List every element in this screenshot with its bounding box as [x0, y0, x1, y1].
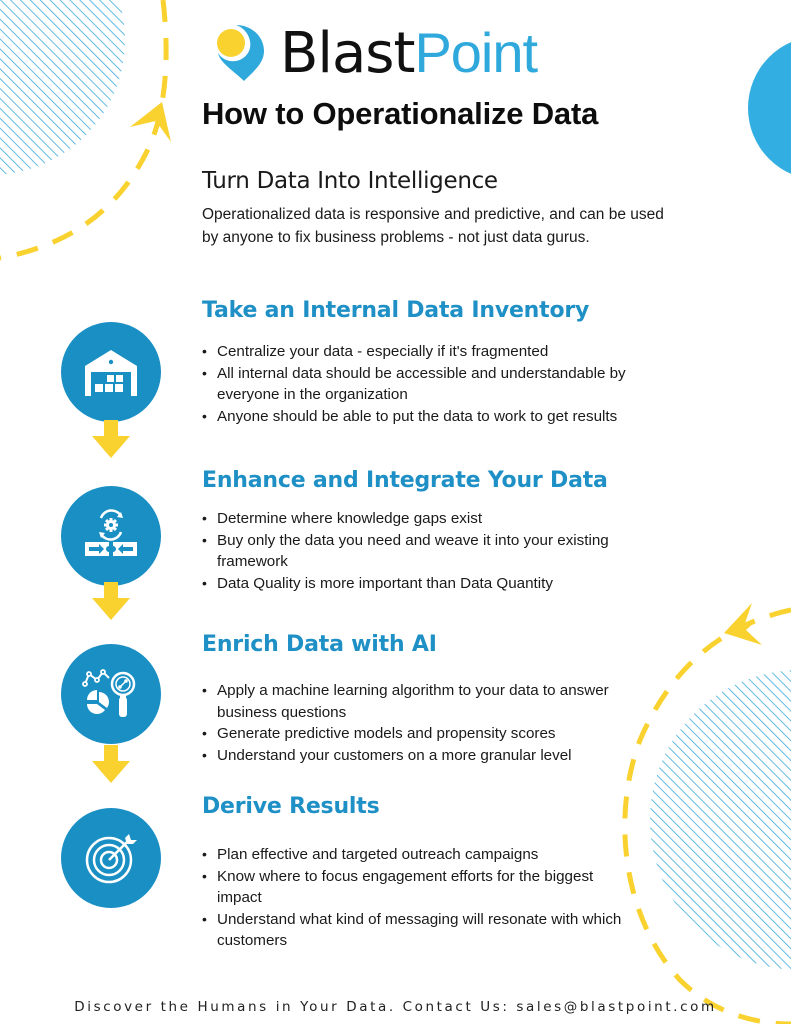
page-title: How to Operationalize Data — [202, 96, 599, 131]
down-arrow-icon — [92, 745, 130, 783]
step-3-bullet-list: Apply a machine learning algorithm to yo… — [202, 680, 642, 766]
down-arrow-icon — [92, 420, 130, 458]
step-2-section: Enhance and Integrate Your Data Determin… — [202, 468, 642, 594]
bullet-item: Plan effective and targeted outreach cam… — [202, 844, 642, 866]
page-subtitle: Turn Data Into Intelligence — [202, 168, 498, 194]
bullet-item: Understand what kind of messaging will r… — [202, 909, 642, 952]
step-4-bullet-list: Plan effective and targeted outreach cam… — [202, 844, 642, 952]
blue-circle-top-right — [748, 42, 791, 174]
step-4-section: Derive Results Plan effective and target… — [202, 794, 642, 952]
step-1-title: Take an Internal Data Inventory — [202, 298, 590, 323]
arrowhead-bottom-right — [724, 603, 762, 645]
bullet-item: All internal data should be accessible a… — [202, 363, 642, 406]
logo-text-point: Point — [414, 20, 538, 84]
warehouse-gear-icon — [85, 350, 137, 396]
step-2-bullet-list: Determine where knowledge gaps exist Buy… — [202, 508, 642, 594]
bullet-item: Anyone should be able to put the data to… — [202, 406, 642, 428]
step-3-section: Enrich Data with AI Apply a machine lear… — [202, 632, 642, 766]
hatched-circle-top-left — [0, 0, 125, 175]
step-4-title: Derive Results — [202, 794, 380, 819]
bullet-item: Know where to focus engagement efforts f… — [202, 866, 642, 909]
step-4-icon-circle — [61, 808, 161, 908]
footer-contact: Discover the Humans in Your Data. Contac… — [74, 999, 717, 1015]
logo-wordmark: BlastPoint — [280, 20, 538, 86]
bullet-item: Centralize your data - especially if it'… — [202, 341, 642, 363]
logo-text-blast: Blast — [280, 20, 415, 86]
target-arrow-icon — [85, 834, 137, 884]
step-1-icon-circle — [61, 322, 161, 422]
bullet-item: Generate predictive models and propensit… — [202, 723, 642, 745]
analytics-ai-icon — [82, 669, 136, 717]
bullet-item: Determine where knowledge gaps exist — [202, 508, 642, 530]
bullet-item: Apply a machine learning algorithm to yo… — [202, 680, 642, 723]
step-3-title: Enrich Data with AI — [202, 632, 437, 657]
step-1-bullet-list: Centralize your data - especially if it'… — [202, 341, 642, 427]
step-1-section: Take an Internal Data Inventory Centrali… — [202, 298, 642, 427]
intro-paragraph: Operationalized data is responsive and p… — [202, 206, 664, 246]
location-pin-logo-icon — [217, 25, 264, 81]
bullet-item: Understand your customers on a more gran… — [202, 745, 642, 767]
puzzle-integration-icon — [85, 509, 137, 556]
step-2-icon-circle — [61, 486, 161, 586]
down-arrow-icon — [92, 582, 130, 620]
bullet-item: Data Quality is more important than Data… — [202, 573, 642, 595]
hatched-circle-bottom-right — [650, 670, 791, 970]
step-3-icon-circle — [61, 644, 161, 744]
step-2-title: Enhance and Integrate Your Data — [202, 468, 608, 493]
bullet-item: Buy only the data you need and weave it … — [202, 530, 642, 573]
arrowhead-top-left — [130, 102, 171, 142]
dashed-arc-bottom-right — [622, 607, 791, 1024]
blastpoint-logo: BlastPoint — [214, 20, 538, 86]
dashed-arc-top-left — [0, 0, 169, 261]
